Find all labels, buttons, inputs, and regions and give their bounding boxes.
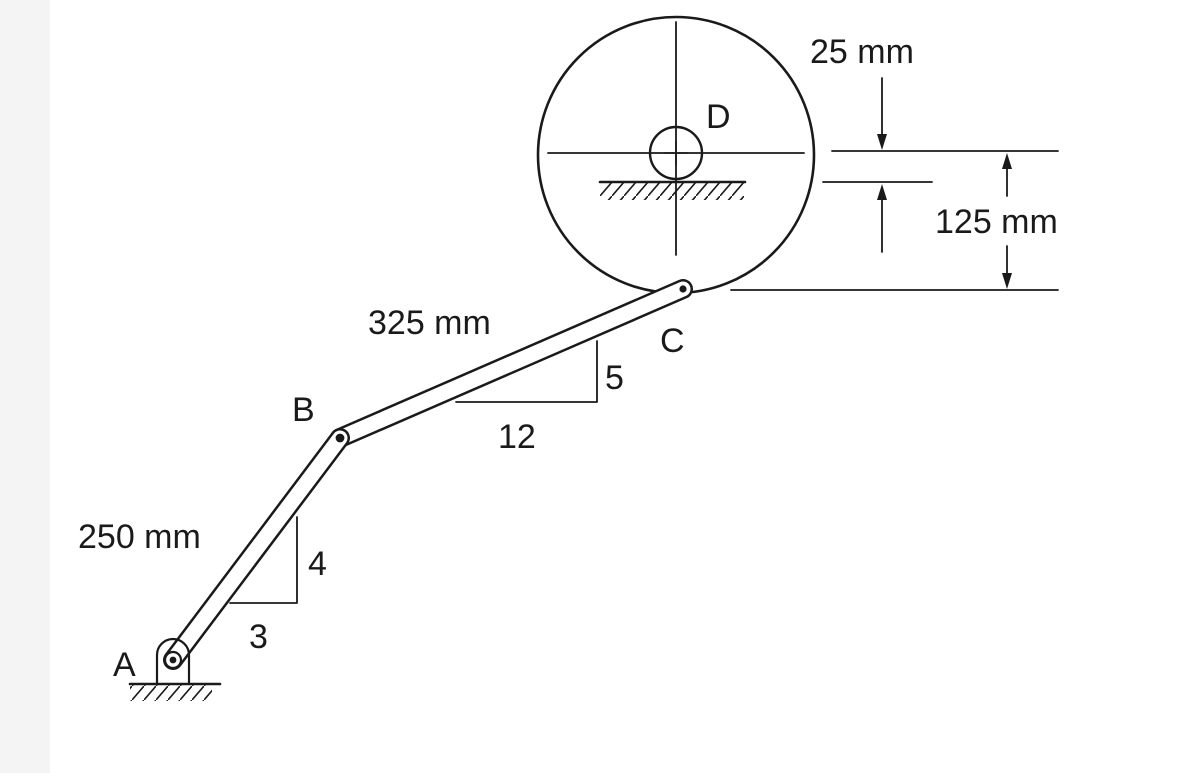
- slope-triangle-ab: [229, 516, 298, 604]
- point-label-a: A: [113, 646, 136, 684]
- point-label-d: D: [706, 98, 731, 136]
- hub-ground-support: [598, 180, 747, 200]
- pin-offset-arrowhead-lower: [877, 184, 887, 200]
- pin-offset-arrowhead-upper: [877, 134, 887, 150]
- link-ab: [163, 428, 350, 670]
- length-label-ab: 250 mm: [78, 518, 201, 556]
- slope-label-ab-run: 3: [249, 618, 268, 656]
- pin-b: [335, 433, 345, 443]
- link-bc-body-fill: [332, 281, 691, 446]
- slope-triangle-ab-legs: [229, 516, 298, 604]
- ground-a-hatching: [130, 684, 212, 701]
- pivot-support-a: [128, 637, 222, 701]
- pin-c: [679, 285, 687, 293]
- dimension-label-pin-offset: 25 mm: [810, 33, 914, 71]
- hub-ground-hatching: [600, 182, 744, 200]
- scan-margin: [0, 0, 50, 773]
- link-ab-body-fill: [165, 430, 348, 668]
- pin-a: [169, 656, 177, 664]
- slope-label-ab-rise: 4: [308, 545, 327, 583]
- pin-a-ring: [163, 650, 183, 670]
- hub-circle: [648, 125, 704, 181]
- dimension-label-radius: 125 mm: [935, 203, 1058, 241]
- slope-triangle-bc: [455, 340, 598, 403]
- dimension-lines: [730, 77, 1059, 291]
- pivot-bracket: [155, 637, 191, 685]
- slope-triangle-bc-legs: [455, 340, 598, 403]
- slope-label-bc-run: 12: [498, 418, 536, 456]
- point-label-c: C: [660, 322, 685, 360]
- slope-label-bc-rise: 5: [605, 359, 624, 397]
- link-bc: [330, 279, 693, 448]
- point-label-b: B: [292, 391, 315, 429]
- radius-arrowhead-upper: [1002, 153, 1012, 169]
- length-label-bc: 325 mm: [368, 304, 491, 342]
- hub-pin: [648, 125, 704, 181]
- radius-arrowhead-lower: [1002, 273, 1012, 289]
